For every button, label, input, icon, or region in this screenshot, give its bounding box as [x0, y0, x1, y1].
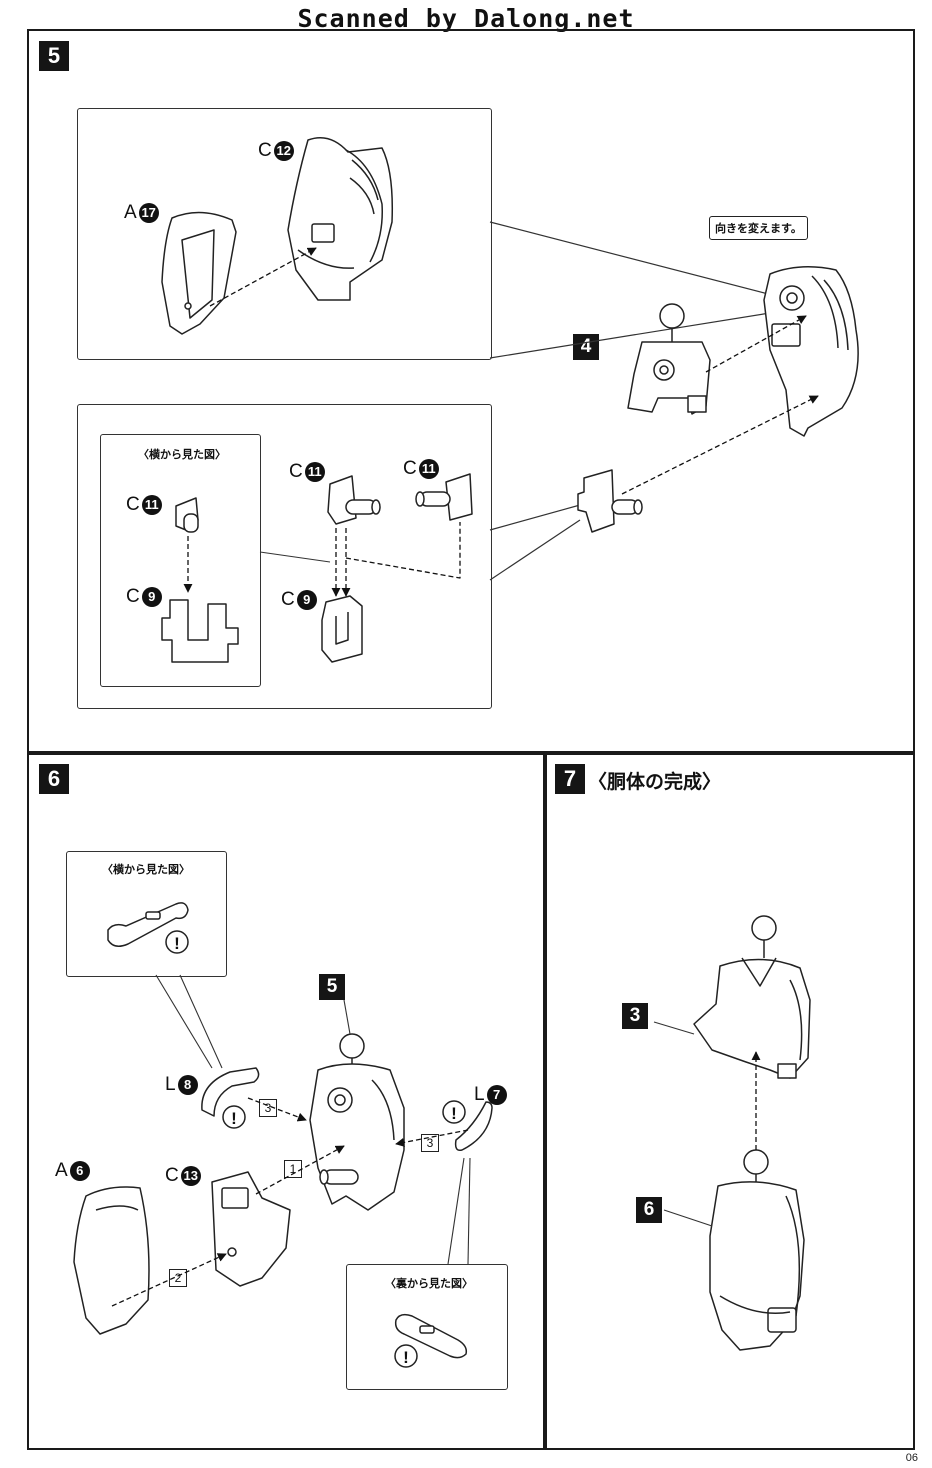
part-number-c11-inset: 11	[141, 495, 162, 515]
inset-part-c11	[175, 497, 199, 533]
part-3-upper-torso	[693, 915, 811, 1079]
side-view-part-6	[107, 902, 189, 947]
part-6-lower-torso	[709, 1149, 805, 1351]
step-5-detail-panel-bottom	[77, 404, 492, 709]
part-c9-main	[321, 595, 363, 663]
subassembly-ref-5: 5	[319, 974, 345, 1000]
caution-icon-l8: !	[222, 1105, 246, 1129]
part-5-assembly	[309, 1033, 405, 1211]
part-l8	[201, 1067, 260, 1117]
svg-text:!: !	[174, 934, 180, 953]
side-view-label-5: 〈横から見た図〉	[138, 448, 226, 461]
step-5-frame	[27, 29, 915, 755]
order-mark-2: 2	[169, 1269, 187, 1287]
part-number-c9-inset: 9	[141, 587, 162, 607]
back-view-inset-6	[346, 1264, 508, 1390]
part-number-c9-main: 9	[296, 590, 317, 610]
subassembly-ref-6: 6	[636, 1197, 662, 1223]
part-number-c13: 13	[180, 1166, 201, 1186]
step-5-badge: 5	[39, 41, 69, 71]
subassembly-ref-3: 3	[622, 1003, 648, 1029]
part-c11-right	[415, 473, 473, 521]
step-5-detail-panel-top	[77, 108, 492, 360]
part-number-l8: 8	[177, 1075, 198, 1095]
subassembly-ref-4: 4	[573, 334, 599, 360]
part-number-c12: 12	[273, 141, 294, 161]
side-view-inset-5	[100, 434, 261, 687]
svg-text:!: !	[403, 1348, 409, 1367]
side-view-inset-6	[66, 851, 227, 977]
part-4-joint	[627, 303, 711, 415]
step-7-frame	[543, 751, 915, 1450]
part-number-a6: 6	[69, 1161, 90, 1181]
svg-text:!: !	[231, 1109, 237, 1128]
step-6-badge: 6	[39, 764, 69, 794]
direction-change-callout: 向きを変えます。	[709, 216, 808, 240]
part-c13	[211, 1171, 291, 1287]
side-view-label-6: 〈横から見た図〉	[102, 863, 190, 876]
svg-text:!: !	[451, 1104, 457, 1123]
scanner-credit: Scanned by Dalong.net	[297, 4, 635, 33]
part-number-l7: 7	[486, 1085, 507, 1105]
part-a17-plate	[161, 211, 237, 335]
part-head-assembly	[763, 266, 859, 437]
back-view-label-6: 〈裏から見た図〉	[385, 1277, 473, 1290]
caution-icon-back-view: !	[394, 1344, 418, 1368]
caution-icon-l7: !	[442, 1100, 466, 1124]
inset-part-c9	[161, 599, 239, 663]
part-c11-left	[327, 475, 381, 525]
part-a6-cover	[73, 1186, 150, 1335]
part-number-a17: 17	[138, 203, 159, 223]
back-view-part-6	[394, 1313, 468, 1359]
part-c11-c9-assembly	[577, 469, 643, 533]
page-number: 06	[905, 1452, 918, 1464]
step-7-badge: 7	[555, 764, 585, 794]
part-number-c11-right: 11	[418, 459, 439, 479]
step-7-title: 〈胴体の完成〉	[588, 771, 722, 793]
part-c12-shell	[287, 137, 394, 301]
part-l7	[454, 1101, 493, 1152]
caution-icon-side-view: !	[165, 930, 189, 954]
step-6-frame	[27, 751, 547, 1450]
part-number-c11-left: 11	[304, 462, 325, 482]
